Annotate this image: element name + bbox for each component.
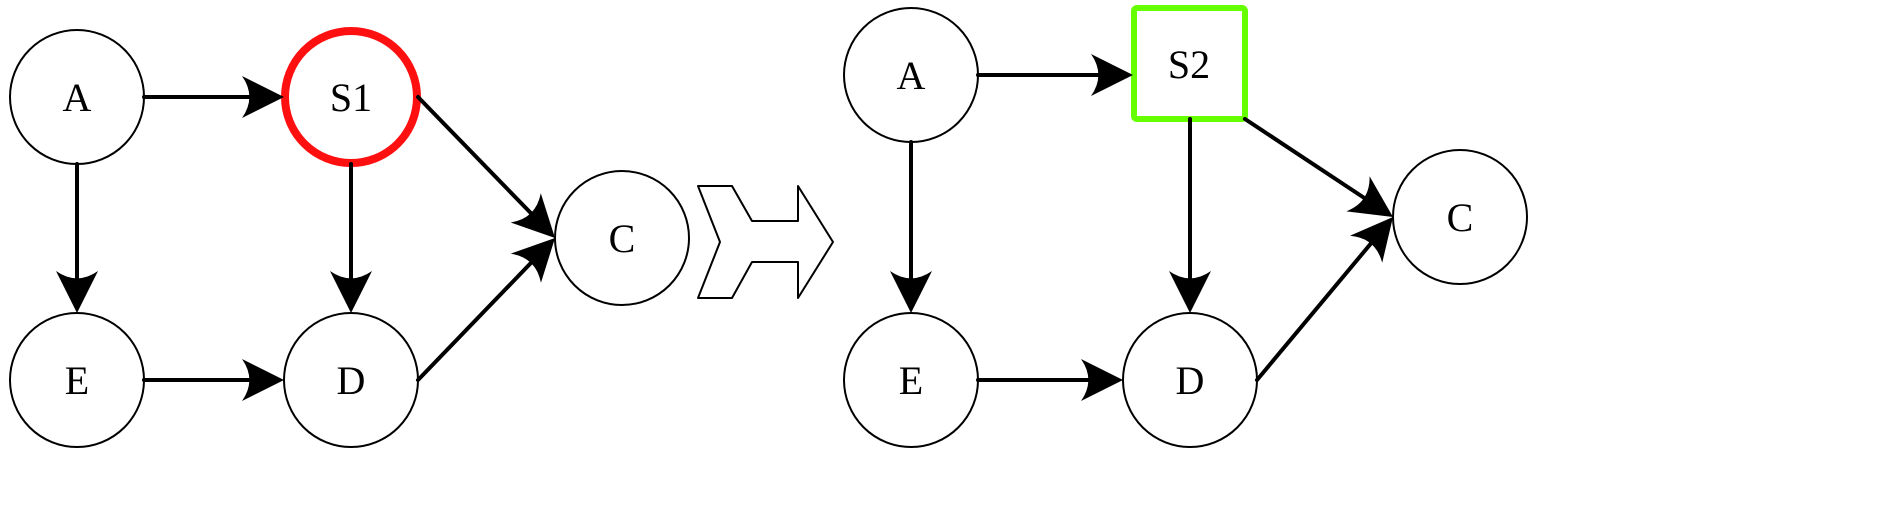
node-s1-label: S1 <box>330 75 372 120</box>
arrowhead-icon <box>510 238 555 283</box>
edge-d-c-left <box>416 257 537 382</box>
arrowhead-icon <box>330 271 372 313</box>
left-graph: A S1 E D C <box>9 27 690 448</box>
node-a-right-label: A <box>897 53 926 98</box>
node-a-left-label: A <box>63 75 92 120</box>
arrowhead-icon <box>1091 54 1133 96</box>
node-d-left-label: D <box>337 358 366 403</box>
edge-d-c-right <box>1255 237 1377 382</box>
node-c-right-label: C <box>1447 195 1474 240</box>
node-s2-label: S2 <box>1168 42 1210 87</box>
right-graph: A S2 E D C <box>843 5 1528 448</box>
node-e-left-label: E <box>65 358 89 403</box>
arrowhead-icon <box>242 76 284 118</box>
node-d-right-label: D <box>1176 358 1205 403</box>
arrowhead-icon <box>510 193 555 238</box>
arrowhead-icon <box>1081 359 1123 401</box>
arrowhead-icon <box>1346 176 1393 217</box>
arrowhead-icon <box>1169 271 1211 313</box>
edge-s2-c <box>1243 117 1371 203</box>
node-c-left-label: C <box>609 216 636 261</box>
node-e-right-label: E <box>899 358 923 403</box>
arrowhead-icon <box>890 271 932 313</box>
transform-arrow-icon <box>697 185 834 299</box>
arrowhead-icon <box>242 359 284 401</box>
arrowhead-icon <box>56 271 98 313</box>
arrowhead-icon <box>1349 217 1393 263</box>
edges <box>56 54 1393 401</box>
edge-s1-c <box>416 95 537 219</box>
